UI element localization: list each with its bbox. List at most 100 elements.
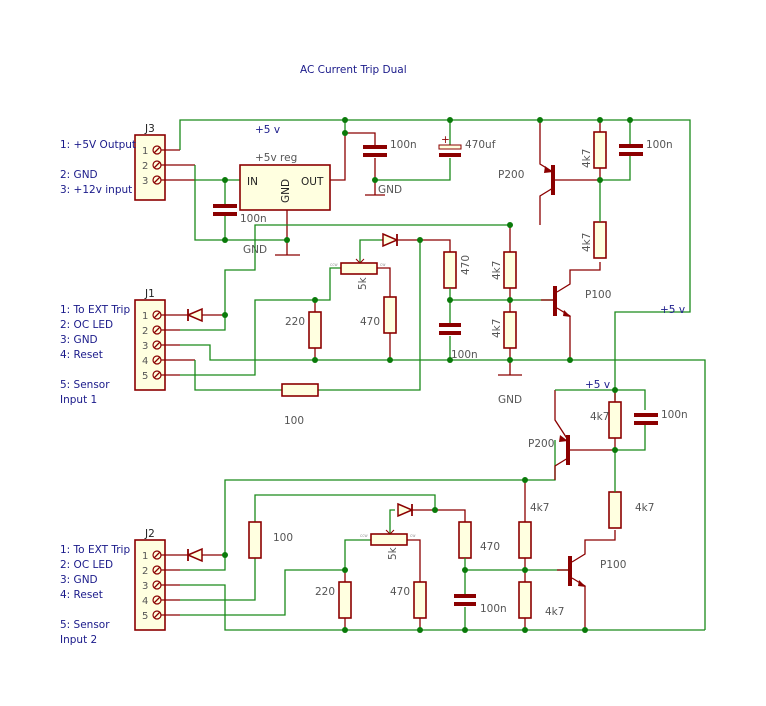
junction-dot — [312, 357, 318, 363]
wiper-arrow-icon — [385, 529, 395, 535]
component-value: 5k — [387, 546, 399, 560]
wiper-arrow-icon — [355, 258, 365, 264]
junction-dot — [222, 312, 228, 318]
emitter-lead — [554, 390, 569, 441]
resistor-npn-top: 4k7 — [491, 225, 517, 300]
junction-dot — [507, 297, 513, 303]
channel-1: J1 1 2 3 4 5 1: To EXT Trip 2: OC LED 3:… — [60, 117, 706, 630]
pin-number: 3 — [142, 341, 148, 352]
transistor-base-bar — [553, 286, 557, 316]
wire-vcc-local — [555, 389, 646, 451]
component-value: 100n — [390, 139, 417, 151]
transistor-p100: P100 — [557, 530, 626, 630]
pin-label: 1: To EXT Trip — [60, 304, 130, 316]
pin-number: 2 — [142, 326, 148, 337]
component-value: 100n — [240, 213, 267, 225]
component-value: 470 — [480, 541, 500, 553]
component-value: 100 — [273, 532, 293, 544]
component-value: 4k7 — [581, 149, 593, 168]
component-value: 220 — [285, 316, 305, 328]
junction-dot — [447, 117, 453, 123]
component-value: 470 — [390, 586, 410, 598]
pin-number: 4 — [142, 596, 148, 607]
component-value: 5k — [357, 276, 369, 290]
screw-slot — [153, 146, 161, 154]
wire — [377, 267, 391, 297]
junction-dot — [222, 177, 228, 183]
resistor-r220: 220 — [285, 300, 322, 360]
junction-dot — [537, 117, 543, 123]
potentiometer-5k: ccw cw 5k — [330, 239, 391, 297]
capacitor-pnp-be: 100n — [600, 120, 673, 181]
emitter-arrow-icon — [563, 310, 571, 317]
resistor-body — [413, 581, 427, 619]
pot-cw-label: cw — [410, 533, 416, 538]
diode-ext-trip — [186, 307, 203, 323]
capacitor-pnp-be: 100n — [634, 409, 688, 425]
regulator-body — [239, 164, 331, 211]
pot-body — [370, 533, 408, 546]
emitter-lead — [539, 120, 554, 173]
junction-dot — [417, 237, 423, 243]
component-value: 100n — [480, 603, 507, 615]
cap-plate — [454, 602, 476, 606]
connector-j2-pins: 1 2 3 4 5 — [142, 550, 162, 622]
resistor-pnp-base: 4k7 — [608, 450, 654, 529]
component-value: 4k7 — [590, 411, 609, 423]
resistor-body — [593, 131, 607, 169]
net-label-vcc: +5 v — [255, 124, 280, 136]
power-section: J3 1 2 3 1: +5V Output 2: GND 3: +12v in… — [60, 117, 691, 400]
cap-plate — [439, 323, 461, 327]
resistor-r100: 100 — [248, 521, 293, 559]
diode-icon — [186, 547, 203, 563]
pin-number: 3 — [142, 176, 148, 187]
transistor-p200: P200 — [528, 390, 615, 480]
pin-label: 5: Sensor — [60, 619, 110, 631]
junction-dot — [342, 627, 348, 633]
schematic-title: AC Current Trip Dual — [300, 64, 407, 76]
capacitor-filter: 100n — [454, 570, 507, 630]
junction-dot — [522, 627, 528, 633]
connector-j1-ref: J1 — [144, 288, 155, 300]
cap-plate — [619, 144, 643, 148]
pin-label: Input 1 — [60, 394, 97, 406]
capacitor-filter: 100n — [439, 300, 478, 361]
screw-slot — [153, 161, 161, 169]
wire — [407, 539, 421, 582]
component-value: 4k7 — [635, 502, 654, 514]
junction-dot — [372, 177, 378, 183]
junction-dot — [612, 447, 618, 453]
component-value: 4k7 — [491, 319, 503, 338]
junctions — [222, 117, 453, 243]
junction-dot — [432, 507, 438, 513]
regulator-pin-gnd: GND — [280, 179, 292, 203]
diode-icon — [186, 307, 203, 323]
cap-plate — [439, 153, 461, 157]
cap-plate — [634, 413, 658, 417]
component-value: 470 — [360, 316, 380, 328]
pin-label: 2: GND — [60, 169, 98, 181]
junction-dot — [342, 117, 348, 123]
voltage-regulator: +5v reg IN OUT GND — [239, 132, 376, 240]
junction-dot — [342, 130, 348, 136]
regulator-pin-in: IN — [247, 176, 258, 188]
wire-trip-net — [180, 440, 556, 571]
component-value: 100 — [284, 415, 304, 427]
junction-dot — [462, 567, 468, 573]
resistor-body — [248, 521, 262, 559]
connector-j3-ref: J3 — [144, 123, 155, 135]
transistor-label: P200 — [528, 438, 554, 450]
resistor-pnp-be: 4k7 — [581, 120, 607, 180]
junction-dot — [567, 357, 573, 363]
resistor-body — [458, 521, 472, 559]
resistor-body — [518, 581, 532, 619]
resistor-npn-top: 4k7 — [518, 480, 549, 570]
wire-reset — [194, 240, 421, 391]
capacitor-c-bulk: + 470uf — [438, 120, 496, 157]
junction-dot — [284, 237, 290, 243]
resistor-r470-pot: 470 — [390, 581, 427, 630]
wire-gnd-bus — [180, 344, 706, 630]
transistor-base-bar — [566, 435, 570, 465]
connector-leads — [161, 149, 195, 181]
pot-body — [340, 262, 378, 275]
